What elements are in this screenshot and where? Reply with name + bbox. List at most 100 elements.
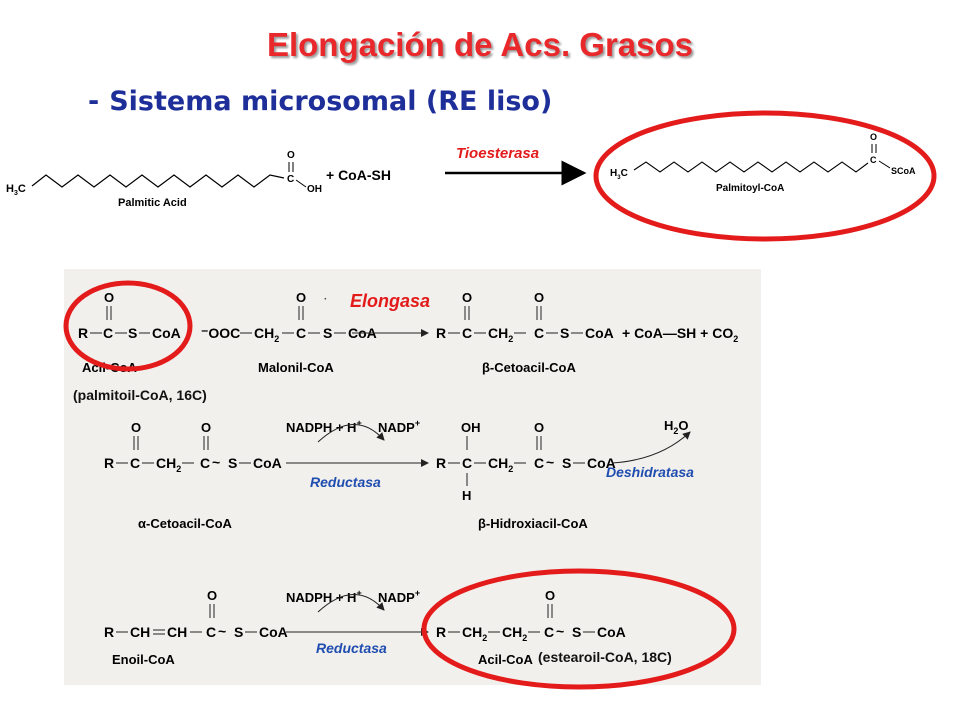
enoil-coa-name: Enoil-CoA <box>112 652 175 667</box>
palmitoyl-coa-name: Palmitoyl-CoA <box>716 183 784 194</box>
svg-text:~: ~ <box>546 454 554 470</box>
step1-byproducts: + CoA—SH + CO2 <box>622 325 738 344</box>
svg-text:⁻OOC: ⁻OOC <box>201 325 240 341</box>
acyl-highlight-circle <box>63 280 193 372</box>
scoa-label: SCoA <box>891 166 916 176</box>
estearoil-note: (estearoil-CoA, 18C) <box>538 649 672 665</box>
reductasa-label-1: Reductasa <box>310 474 381 490</box>
svg-text:S: S <box>562 455 571 471</box>
svg-text:C: C <box>206 624 216 640</box>
svg-text:O: O <box>462 290 472 305</box>
svg-text:C: C <box>462 455 472 471</box>
palmitoyl-chain <box>633 161 869 173</box>
svg-text:O: O <box>296 290 306 305</box>
svg-text:C: C <box>462 325 472 341</box>
tioesterasa-label: Tioesterasa <box>456 145 539 162</box>
svg-text:R: R <box>436 624 446 640</box>
svg-text:C: C <box>200 455 210 471</box>
svg-text:H: H <box>462 488 471 503</box>
acid-o-label: O <box>287 150 295 161</box>
svg-text:·: · <box>324 294 327 305</box>
svg-text:S: S <box>572 624 581 640</box>
product-highlight-circle <box>593 110 937 242</box>
deshidratasa-label: Deshidratasa <box>606 464 694 480</box>
svg-text:CH2: CH2 <box>254 325 279 344</box>
svg-text:~: ~ <box>212 454 220 470</box>
alpha-cetoacil-coa-name: α-Cetoacil-CoA <box>138 516 233 531</box>
svg-text:S: S <box>128 325 137 341</box>
h3c-label: H3C <box>6 183 26 197</box>
palmitic-chain <box>31 174 285 188</box>
svg-text:C: C <box>544 624 554 640</box>
reductasa-label-2: Reductasa <box>316 640 387 656</box>
svg-text:CoA: CoA <box>597 624 626 640</box>
step-3-reduction: R CH CH O C ~ S CoA Enoil-CoA NADPH + H+… <box>104 588 626 667</box>
nadp-label-2: NADP+ <box>378 588 420 605</box>
nadph-label: NADPH + H+ <box>286 418 362 435</box>
svg-text:C: C <box>103 325 113 341</box>
acid-c-label: C <box>287 174 294 185</box>
svg-text:CH2: CH2 <box>502 624 527 643</box>
nadp-label: NADP+ <box>378 418 420 435</box>
svg-text:CH2: CH2 <box>462 624 487 643</box>
svg-text:O: O <box>545 588 555 603</box>
h3c-label-2: H3C <box>610 168 628 181</box>
svg-text:O: O <box>534 420 544 435</box>
svg-text:C: C <box>534 455 544 471</box>
svg-text:O: O <box>207 588 217 603</box>
svg-text:CH: CH <box>167 624 187 640</box>
svg-text:CH2: CH2 <box>488 455 513 474</box>
stearoyl-highlight-circle <box>421 568 737 690</box>
svg-text:R: R <box>104 455 114 471</box>
thioester-o-label: O <box>870 132 877 142</box>
slide-title: Elongación de Acs. Grasos <box>266 26 694 63</box>
coa-sh-reagent: + CoA-SH <box>326 167 391 183</box>
svg-text:~: ~ <box>218 623 226 639</box>
svg-text:R: R <box>78 325 88 341</box>
subtitle-dash: - <box>88 86 100 117</box>
svg-text:O: O <box>104 290 114 305</box>
svg-text:C: C <box>534 325 544 341</box>
beta-hidroxiacil-coa-name: β-Hidroxiacil-CoA <box>478 516 588 531</box>
svg-text:CH: CH <box>130 624 150 640</box>
svg-text:R: R <box>436 455 446 471</box>
subtitle: -Sistema microsomal (RE liso) <box>88 86 552 117</box>
acil-coa-product-name: Acil-CoA <box>478 652 534 667</box>
svg-text:OH: OH <box>461 420 481 435</box>
svg-text:S: S <box>234 624 243 640</box>
svg-text:R: R <box>436 325 446 341</box>
svg-text:CoA: CoA <box>259 624 288 640</box>
step-2-reduction: O R C CH2 O C ~ S CoA α-Cetoacil-CoA NAD… <box>104 418 691 531</box>
malonil-coa-name: Malonil-CoA <box>258 360 334 375</box>
palmitic-acid-structure: H3C O C OH Palmitic Acid <box>6 150 322 209</box>
thioester-c-label: C <box>870 155 877 165</box>
elongasa-label: Elongasa <box>350 291 430 311</box>
acid-oh-label: OH <box>307 184 322 195</box>
top-reaction: H3C O C OH Palmitic Acid + CoA-SH Tioest… <box>6 110 937 242</box>
svg-text:C: C <box>130 455 140 471</box>
elongation-scheme: O R C S CoA Acil-CoA ⁻OOC CH2 O C S CoA … <box>63 269 761 690</box>
svg-text:R: R <box>104 624 114 640</box>
svg-text:O: O <box>201 420 211 435</box>
water-label: H2O <box>664 418 689 436</box>
svg-text:S: S <box>228 455 237 471</box>
svg-text:CH2: CH2 <box>156 455 181 474</box>
palmitoyl-coa-structure: H3C O C SCoA Palmitoyl-CoA <box>610 132 916 194</box>
svg-text:C: C <box>296 325 306 341</box>
svg-text:CoA: CoA <box>152 325 181 341</box>
svg-text:S: S <box>323 325 332 341</box>
beta-cetoacil-coa-name: β-Cetoacil-CoA <box>482 360 576 375</box>
svg-text:S: S <box>560 325 569 341</box>
svg-text:O: O <box>534 290 544 305</box>
svg-text:~: ~ <box>556 623 564 639</box>
palmitic-acid-name: Palmitic Acid <box>118 197 187 209</box>
palmitoil-note: (palmitoil-CoA, 16C) <box>73 387 207 403</box>
nadph-label-2: NADPH + H+ <box>286 588 362 605</box>
svg-text:CoA: CoA <box>253 455 282 471</box>
scheme-background <box>64 269 761 685</box>
svg-text:O: O <box>131 420 141 435</box>
svg-text:CoA: CoA <box>585 325 614 341</box>
svg-text:CH2: CH2 <box>488 325 513 344</box>
svg-text:CoA: CoA <box>587 455 616 471</box>
subtitle-text: Sistema microsomal (RE liso) <box>109 86 553 117</box>
